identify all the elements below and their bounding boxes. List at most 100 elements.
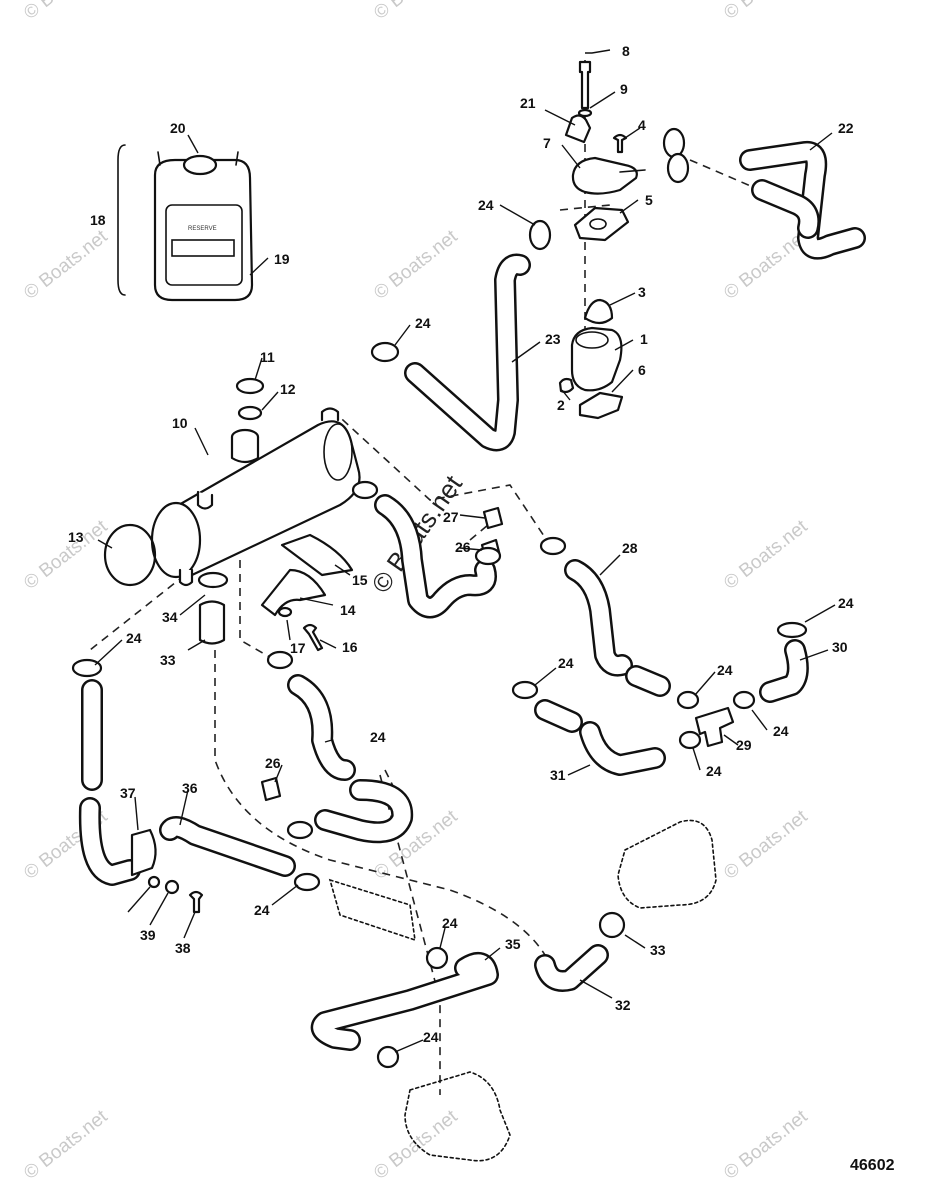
- pump-housing: [617, 819, 717, 909]
- callout-24: 24: [254, 902, 270, 918]
- callout-17: 17: [290, 640, 306, 656]
- callout-3: 3: [638, 284, 646, 300]
- screw-37: [188, 890, 204, 914]
- callout-32: 32: [615, 997, 631, 1013]
- hose-clamp: [370, 341, 400, 363]
- hose-30: [759, 639, 809, 703]
- hose-clamp: [351, 480, 379, 500]
- hose-clamp: [474, 546, 502, 566]
- hose-clamp: [678, 730, 702, 750]
- heat-exchanger-end-cap: [150, 501, 202, 579]
- callout-24: 24: [442, 915, 458, 931]
- callout-24: 24: [706, 763, 722, 779]
- hose-clamp: [732, 690, 756, 710]
- callout-23: 23: [545, 331, 561, 347]
- callout-10: 10: [172, 415, 188, 431]
- reserve-tank-body: [153, 158, 254, 302]
- callout-24: 24: [773, 723, 789, 739]
- callout-24: 24: [717, 662, 733, 678]
- hose-clamp: [528, 219, 552, 251]
- watermark: © Boats.net: [370, 806, 462, 884]
- callout-15: 15: [352, 572, 368, 588]
- callout-24: 24: [478, 197, 494, 213]
- thermostat-3: [583, 298, 614, 325]
- callout-24: 24: [423, 1029, 439, 1045]
- cap-11: [235, 377, 265, 395]
- watermark: © Boats.net: [720, 1106, 812, 1184]
- watermark: © Boats.net: [370, 226, 462, 304]
- bracket-36: [130, 828, 157, 877]
- fitting-27: [482, 506, 504, 530]
- sleeve-32: [198, 600, 226, 645]
- hose-clamps: [71, 127, 808, 1069]
- callout-30: 30: [832, 639, 848, 655]
- callout-37: 38: [175, 940, 191, 956]
- hose-left: [78, 679, 141, 886]
- callout-16: 16: [342, 639, 358, 655]
- watermark: © Boats.net: [720, 0, 812, 24]
- leader-lines: [94, 49, 836, 1053]
- watermark: © Boats.net: [720, 806, 812, 884]
- callout-4: 4: [638, 117, 646, 133]
- hose-32-lower: [534, 944, 609, 992]
- washer-9: [577, 108, 593, 118]
- hose-clamp: [776, 621, 808, 639]
- hose-clamp: [425, 946, 449, 970]
- pad-15: [280, 533, 354, 577]
- callout-31: 31: [550, 767, 566, 783]
- callout-13: 13: [68, 529, 84, 545]
- callout-26: 26: [455, 539, 471, 555]
- seawater-pump: [404, 1071, 511, 1162]
- thermostat-cover-7: [571, 156, 638, 195]
- thermostat-housing-1: [570, 326, 623, 392]
- screw-4: [612, 133, 628, 154]
- callout-29: 29: [736, 737, 752, 753]
- hose-35: [159, 816, 296, 877]
- screw-16: [302, 623, 324, 652]
- watermark: © Boats.net: [20, 516, 112, 594]
- callout-33: 34: [162, 609, 178, 625]
- callout-2: 2: [557, 397, 565, 413]
- hose-28: [564, 559, 671, 697]
- callout-19: 19: [274, 251, 290, 267]
- hose-clamp: [376, 1045, 400, 1069]
- hose-22: [739, 140, 866, 260]
- callout-11: 11: [260, 349, 275, 365]
- callout-35: 36: [182, 780, 198, 796]
- hose-23: [404, 253, 531, 452]
- hose-clamp: [676, 690, 700, 710]
- hose-clamp: [539, 536, 567, 556]
- callout-36: 37: [120, 785, 136, 801]
- watermark: © Boats.net: [20, 0, 112, 24]
- watermark: © Boats.net: [20, 226, 112, 304]
- callout-14: 14: [340, 602, 356, 618]
- callout-32: 33: [160, 652, 176, 668]
- heat-exchanger-body: [168, 420, 361, 577]
- hose-34: [310, 951, 499, 1051]
- band-clamp-13: [103, 523, 157, 587]
- clamp-33-upper: [197, 571, 229, 589]
- bracket-21: [564, 114, 592, 144]
- hose-clamp: [71, 658, 103, 678]
- assembly-bracket: [117, 144, 126, 296]
- hose-clamp: [286, 820, 314, 840]
- tee-fitting-29: [694, 706, 735, 748]
- hose-clamp: [293, 872, 321, 892]
- callout-24: 24: [415, 315, 431, 331]
- callout-27: 27: [443, 509, 459, 525]
- gasket-5: [573, 206, 630, 242]
- callout-6: 6: [638, 362, 646, 378]
- callout-12: 12: [280, 381, 296, 397]
- bolt-8: [578, 60, 592, 110]
- washer-12: [237, 405, 263, 421]
- callout-5: 5: [645, 192, 653, 208]
- callout-9: 9: [620, 81, 628, 97]
- callout-24: 24: [838, 595, 854, 611]
- callout-38: 39: [140, 927, 156, 943]
- callout-21: 21: [520, 95, 536, 111]
- diagram-reference-number: 46602: [850, 1157, 895, 1174]
- callouts: 8 9 21 4 7 5 24 22 20 18 19 3 24 1 23 6 …: [68, 43, 854, 1045]
- callout-25: 24: [370, 729, 386, 745]
- gasket-6: [578, 391, 624, 420]
- watermark: © Boats.net: [370, 1106, 462, 1184]
